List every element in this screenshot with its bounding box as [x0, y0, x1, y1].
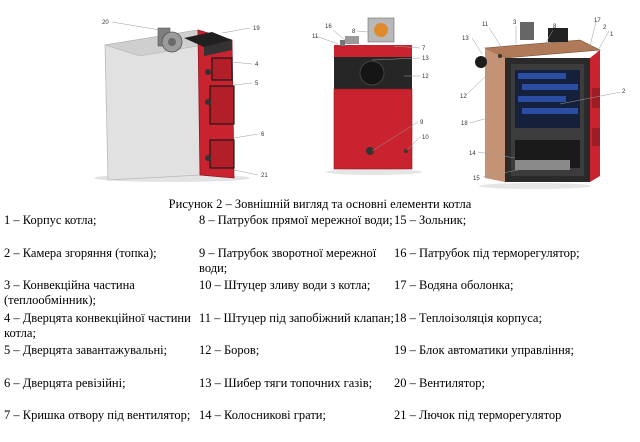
callout-label: 11	[312, 34, 319, 40]
callout-label: 18	[461, 121, 468, 127]
legend-item: 10 – Штуцер зливу води з котла;	[199, 278, 394, 311]
callout-label: 6	[261, 132, 265, 138]
legend-item: 4 – Дверцята конвекційної частини котла;	[4, 311, 199, 344]
callout-label: 4	[255, 62, 259, 68]
callout-label: 2	[622, 89, 626, 95]
callout-label: 11	[482, 22, 489, 28]
callout-label: 13	[462, 36, 469, 42]
callout-label: 12	[460, 94, 467, 100]
callout-label: 12	[422, 74, 429, 80]
legend-item: 15 – Зольник;	[394, 213, 636, 246]
legend-item: 6 – Дверцята ревізійні;	[4, 376, 199, 409]
legend-item: 16 – Патрубок під терморегулятор;	[394, 246, 636, 279]
legend-row: 2 – Камера згоряння (топка); 9 – Патрубо…	[4, 246, 636, 279]
legend-row: 6 – Дверцята ревізійні; 13 – Шибер тяги …	[4, 376, 636, 409]
legend-row: 5 – Дверцята завантажувальні; 12 – Боров…	[4, 343, 636, 376]
legend-item: 13 – Шибер тяги топочних газів;	[199, 376, 394, 409]
legend-item: 11 – Штуцер під запобіжний клапан;	[199, 311, 394, 344]
legend-table: 1 – Корпус котла; 8 – Патрубок прямої ме…	[4, 213, 636, 441]
callout-label: 8	[352, 29, 356, 35]
legend-row: 3 – Конвекційна частина (теплообмінник);…	[4, 278, 636, 311]
callout-label: 13	[422, 56, 429, 62]
figure-caption: Рисунок 2 – Зовнішній вигляд та основні …	[0, 197, 640, 212]
callout-label: 15	[473, 176, 480, 182]
legend-item: 12 – Боров;	[199, 343, 394, 376]
legend-item: 18 – Теплоізоляція корпуса;	[394, 311, 636, 344]
callout-label: 7	[422, 46, 426, 52]
legend-item: 14 – Колосникові грати;	[199, 408, 394, 441]
callout-label: 19	[253, 26, 260, 32]
legend-item: 20 – Вентилятор;	[394, 376, 636, 409]
callout-label: 17	[594, 18, 601, 24]
legend-row: 1 – Корпус котла; 8 – Патрубок прямої ме…	[4, 213, 636, 246]
legend-item: 2 – Камера згоряння (топка);	[4, 246, 199, 279]
callout-label: 21	[261, 173, 268, 179]
boiler-cutaway-view: 11 3 8 17 2 1 13 12 18 14 15 2	[460, 18, 626, 189]
callout-label: 20	[102, 20, 109, 26]
callout-label: 16	[325, 24, 332, 30]
legend-item: 17 – Водяна оболонка;	[394, 278, 636, 311]
legend-item: 5 – Дверцята завантажувальні;	[4, 343, 199, 376]
callout-label: 14	[469, 151, 476, 157]
callout-label: 3	[513, 20, 517, 26]
callout-label: 5	[255, 81, 259, 87]
legend-item: 9 – Патрубок зворотної мережної води;	[199, 246, 394, 279]
legend-item: 21 – Лючок під терморегулятор	[394, 408, 636, 441]
boiler-figure: 20 19 4 5 6 21 16 11 8 7 13	[0, 0, 640, 195]
callout-label: 9	[420, 120, 424, 126]
callout-label: 10	[422, 135, 429, 141]
callout-label: 1	[610, 32, 614, 38]
boiler-rear-view: 16 11 8 7 13 12 9 10	[312, 18, 429, 175]
legend-item: 8 – Патрубок прямої мережної води;	[199, 213, 394, 246]
legend-row: 4 – Дверцята конвекційної частини котла;…	[4, 311, 636, 344]
legend-item: 7 – Кришка отвору під вентилятор;	[4, 408, 199, 441]
legend-item: 3 – Конвекційна частина (теплообмінник);	[4, 278, 199, 311]
legend-row: 7 – Кришка отвору під вентилятор; 14 – К…	[4, 408, 636, 441]
callout-label: 2	[603, 25, 607, 31]
boiler-front-view: 20 19 4 5 6 21	[94, 20, 268, 182]
legend-item: 19 – Блок автоматики управління;	[394, 343, 636, 376]
legend-item: 1 – Корпус котла;	[4, 213, 199, 246]
